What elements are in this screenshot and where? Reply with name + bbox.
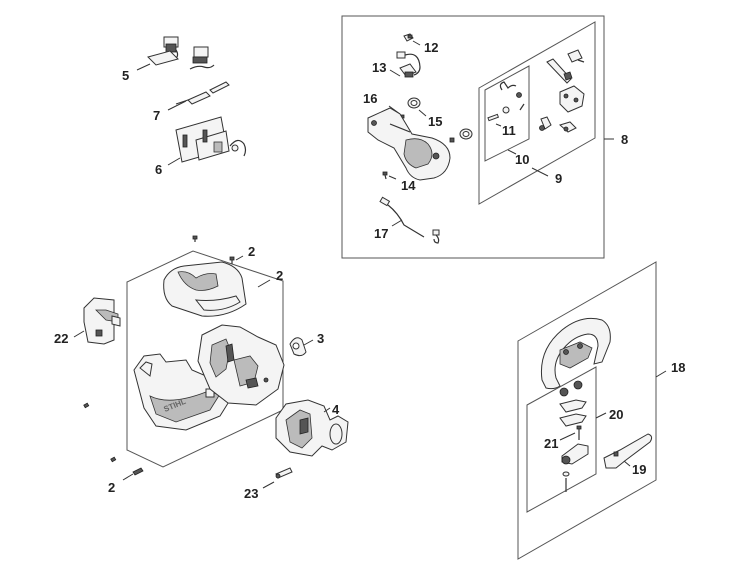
part-clamp-small[interactable]	[449, 128, 473, 143]
callout-2-bottom[interactable]: 2	[108, 480, 115, 495]
part-14-screw[interactable]	[382, 171, 388, 180]
leader-17	[391, 219, 403, 227]
leader-13	[389, 69, 401, 77]
callout-14[interactable]: 14	[401, 178, 416, 193]
leader-6	[167, 157, 181, 166]
callout-23[interactable]: 23	[244, 486, 258, 501]
part-6-electronics-module[interactable]	[175, 116, 247, 163]
assembly-frame-10	[484, 65, 530, 162]
callout-13[interactable]: 13	[372, 60, 386, 75]
callout-22[interactable]: 22	[54, 331, 68, 346]
callout-8[interactable]: 8	[621, 132, 628, 147]
part-control-handle[interactable]	[367, 107, 451, 181]
leader-15	[418, 109, 427, 117]
leader-18	[655, 370, 667, 378]
part-20-handle-clamp-kit[interactable]	[559, 380, 589, 492]
callout-1[interactable]: 2	[276, 268, 283, 283]
callout-19[interactable]: 19	[632, 462, 646, 477]
part-11-small-parts[interactable]	[487, 81, 525, 122]
callout-9[interactable]: 9	[555, 171, 562, 186]
part-4-motor[interactable]	[275, 399, 349, 457]
leader-14	[388, 175, 397, 180]
leader-4	[323, 407, 331, 413]
leader-12	[412, 40, 421, 46]
part-5-switch-assembly[interactable]	[147, 36, 215, 70]
callout-6[interactable]: 6	[155, 162, 162, 177]
leader-5	[136, 63, 151, 71]
leader-23	[262, 481, 275, 489]
callout-2-top[interactable]: 2	[248, 244, 255, 259]
leader-21	[559, 432, 576, 441]
callout-17[interactable]: 17	[374, 226, 388, 241]
leader-2-bottom	[122, 473, 134, 481]
leader-19	[623, 460, 631, 467]
part-top-cover[interactable]	[163, 261, 247, 317]
callout-3[interactable]: 3	[317, 331, 324, 346]
leader-2-top	[235, 255, 244, 261]
callout-11[interactable]: 11	[502, 123, 516, 138]
part-left-housing-shell[interactable]: STIHL	[133, 353, 231, 431]
leader-9	[531, 167, 549, 177]
part-2-screw-top[interactable]	[192, 235, 198, 242]
assembly-frame-9	[478, 21, 596, 205]
leader-10	[507, 149, 517, 155]
callout-7[interactable]: 7	[153, 108, 160, 123]
part-22-battery-latch[interactable]	[83, 297, 121, 345]
part-13-switch-cable[interactable]	[396, 51, 421, 78]
part-2-screw[interactable]	[229, 256, 235, 264]
part-19-bracket[interactable]	[603, 433, 653, 469]
leader-1	[257, 279, 271, 288]
callout-4[interactable]: 4	[332, 402, 340, 417]
part-3-gasket[interactable]	[289, 337, 307, 357]
part-17-cable[interactable]	[379, 196, 440, 244]
assembly-frame-8	[341, 15, 605, 259]
part-23-screw[interactable]	[275, 467, 293, 479]
leader-11	[495, 123, 502, 127]
callout-21[interactable]: 21	[544, 436, 558, 451]
callout-10[interactable]: 10	[515, 152, 529, 167]
part-21-screw[interactable]	[576, 425, 582, 440]
leader-20	[595, 412, 607, 419]
part-12-clip[interactable]	[403, 33, 414, 42]
assembly-frame-20	[526, 366, 597, 513]
callout-20[interactable]: 20	[609, 407, 623, 422]
leader-3	[303, 339, 314, 346]
callout-5[interactable]: 5	[122, 68, 129, 83]
callout-16[interactable]: 16	[363, 91, 377, 106]
leader-7	[167, 100, 187, 111]
callout-18[interactable]: 18	[671, 360, 685, 375]
part-2-screw-bottom[interactable]	[132, 467, 144, 476]
part-screw-lower-left[interactable]	[110, 456, 117, 463]
leader-22	[73, 330, 85, 338]
assembly-frame-18	[517, 261, 657, 560]
part-screw-left[interactable]	[83, 402, 90, 409]
part-9-trigger-parts[interactable]	[539, 49, 585, 133]
part-15-clamp[interactable]	[407, 97, 421, 109]
callout-15[interactable]: 15	[428, 114, 442, 129]
part-right-housing-shell[interactable]	[197, 324, 285, 406]
callout-12[interactable]: 12	[424, 40, 438, 55]
part-7-pins[interactable]	[175, 81, 230, 105]
part-loop-handle[interactable]	[540, 317, 611, 390]
